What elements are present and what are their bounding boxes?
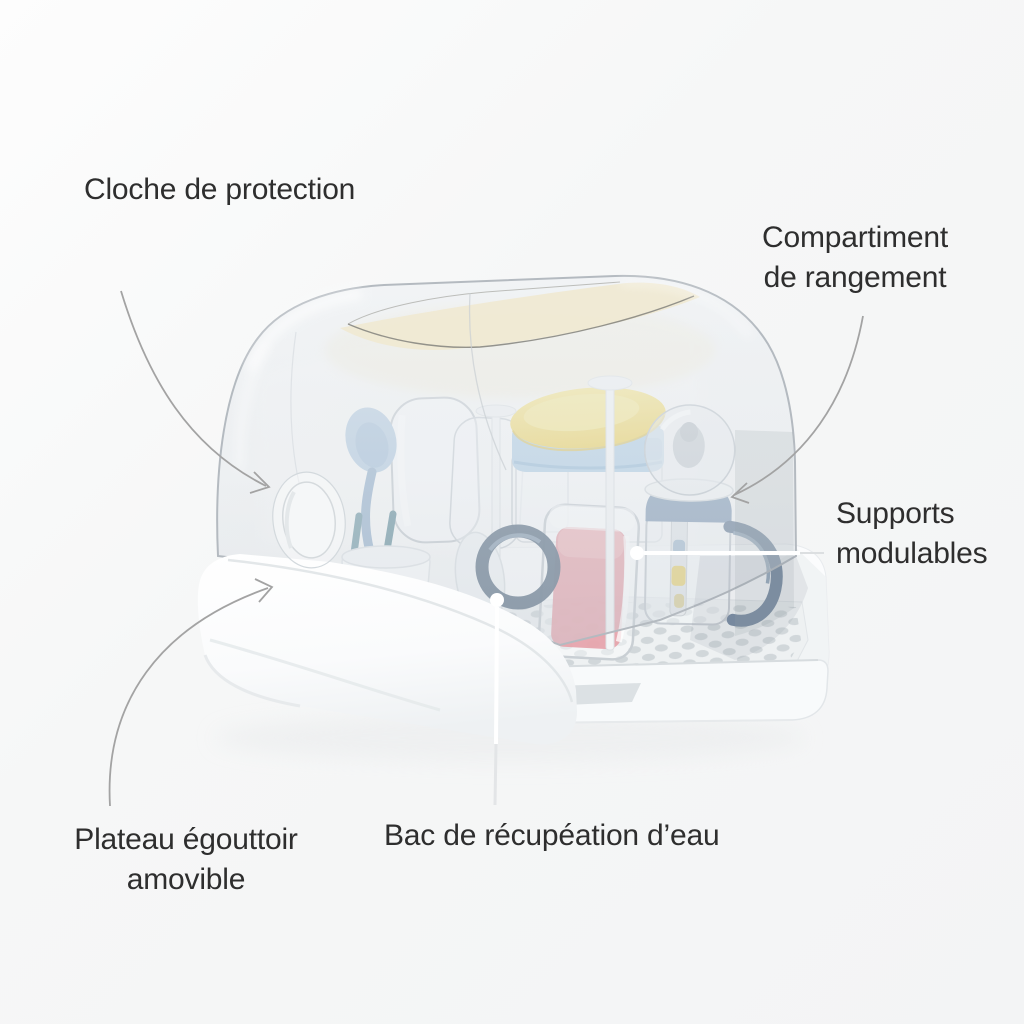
label-removable-drip-tray-line1: Plateau égouttoir xyxy=(74,823,298,856)
label-modular-supports-line2: modulables xyxy=(836,537,988,570)
callout-supports xyxy=(630,546,824,560)
label-storage-compartment-line1: Compartiment xyxy=(762,221,948,254)
cover-top-panel xyxy=(340,281,700,350)
callout-plateau xyxy=(108,578,274,807)
label-protection-cover: Cloche de protection xyxy=(84,170,355,210)
label-storage-compartment-line2: de rangement xyxy=(763,261,947,294)
callout-compartiment xyxy=(730,315,864,504)
drip-tray-front xyxy=(197,554,577,745)
label-water-collection-tray-text: Bac de récupéation d’eau xyxy=(384,819,720,852)
label-removable-drip-tray: Plateau égouttoir amovible xyxy=(30,820,342,900)
label-water-collection-tray: Bac de récupéation d’eau xyxy=(384,816,720,856)
label-protection-cover-text: Cloche de protection xyxy=(84,173,356,206)
label-removable-drip-tray-line2: amovible xyxy=(126,863,246,896)
label-storage-compartment: Compartiment de rangement xyxy=(700,218,1010,298)
label-modular-supports: Supports modulables xyxy=(836,494,988,574)
cover-knob xyxy=(272,471,346,569)
callout-bac xyxy=(490,593,504,806)
callout-cloche xyxy=(120,290,271,494)
drawer-handle-notch xyxy=(556,683,641,705)
label-modular-supports-line1: Supports xyxy=(836,497,955,530)
callouts xyxy=(108,290,864,807)
